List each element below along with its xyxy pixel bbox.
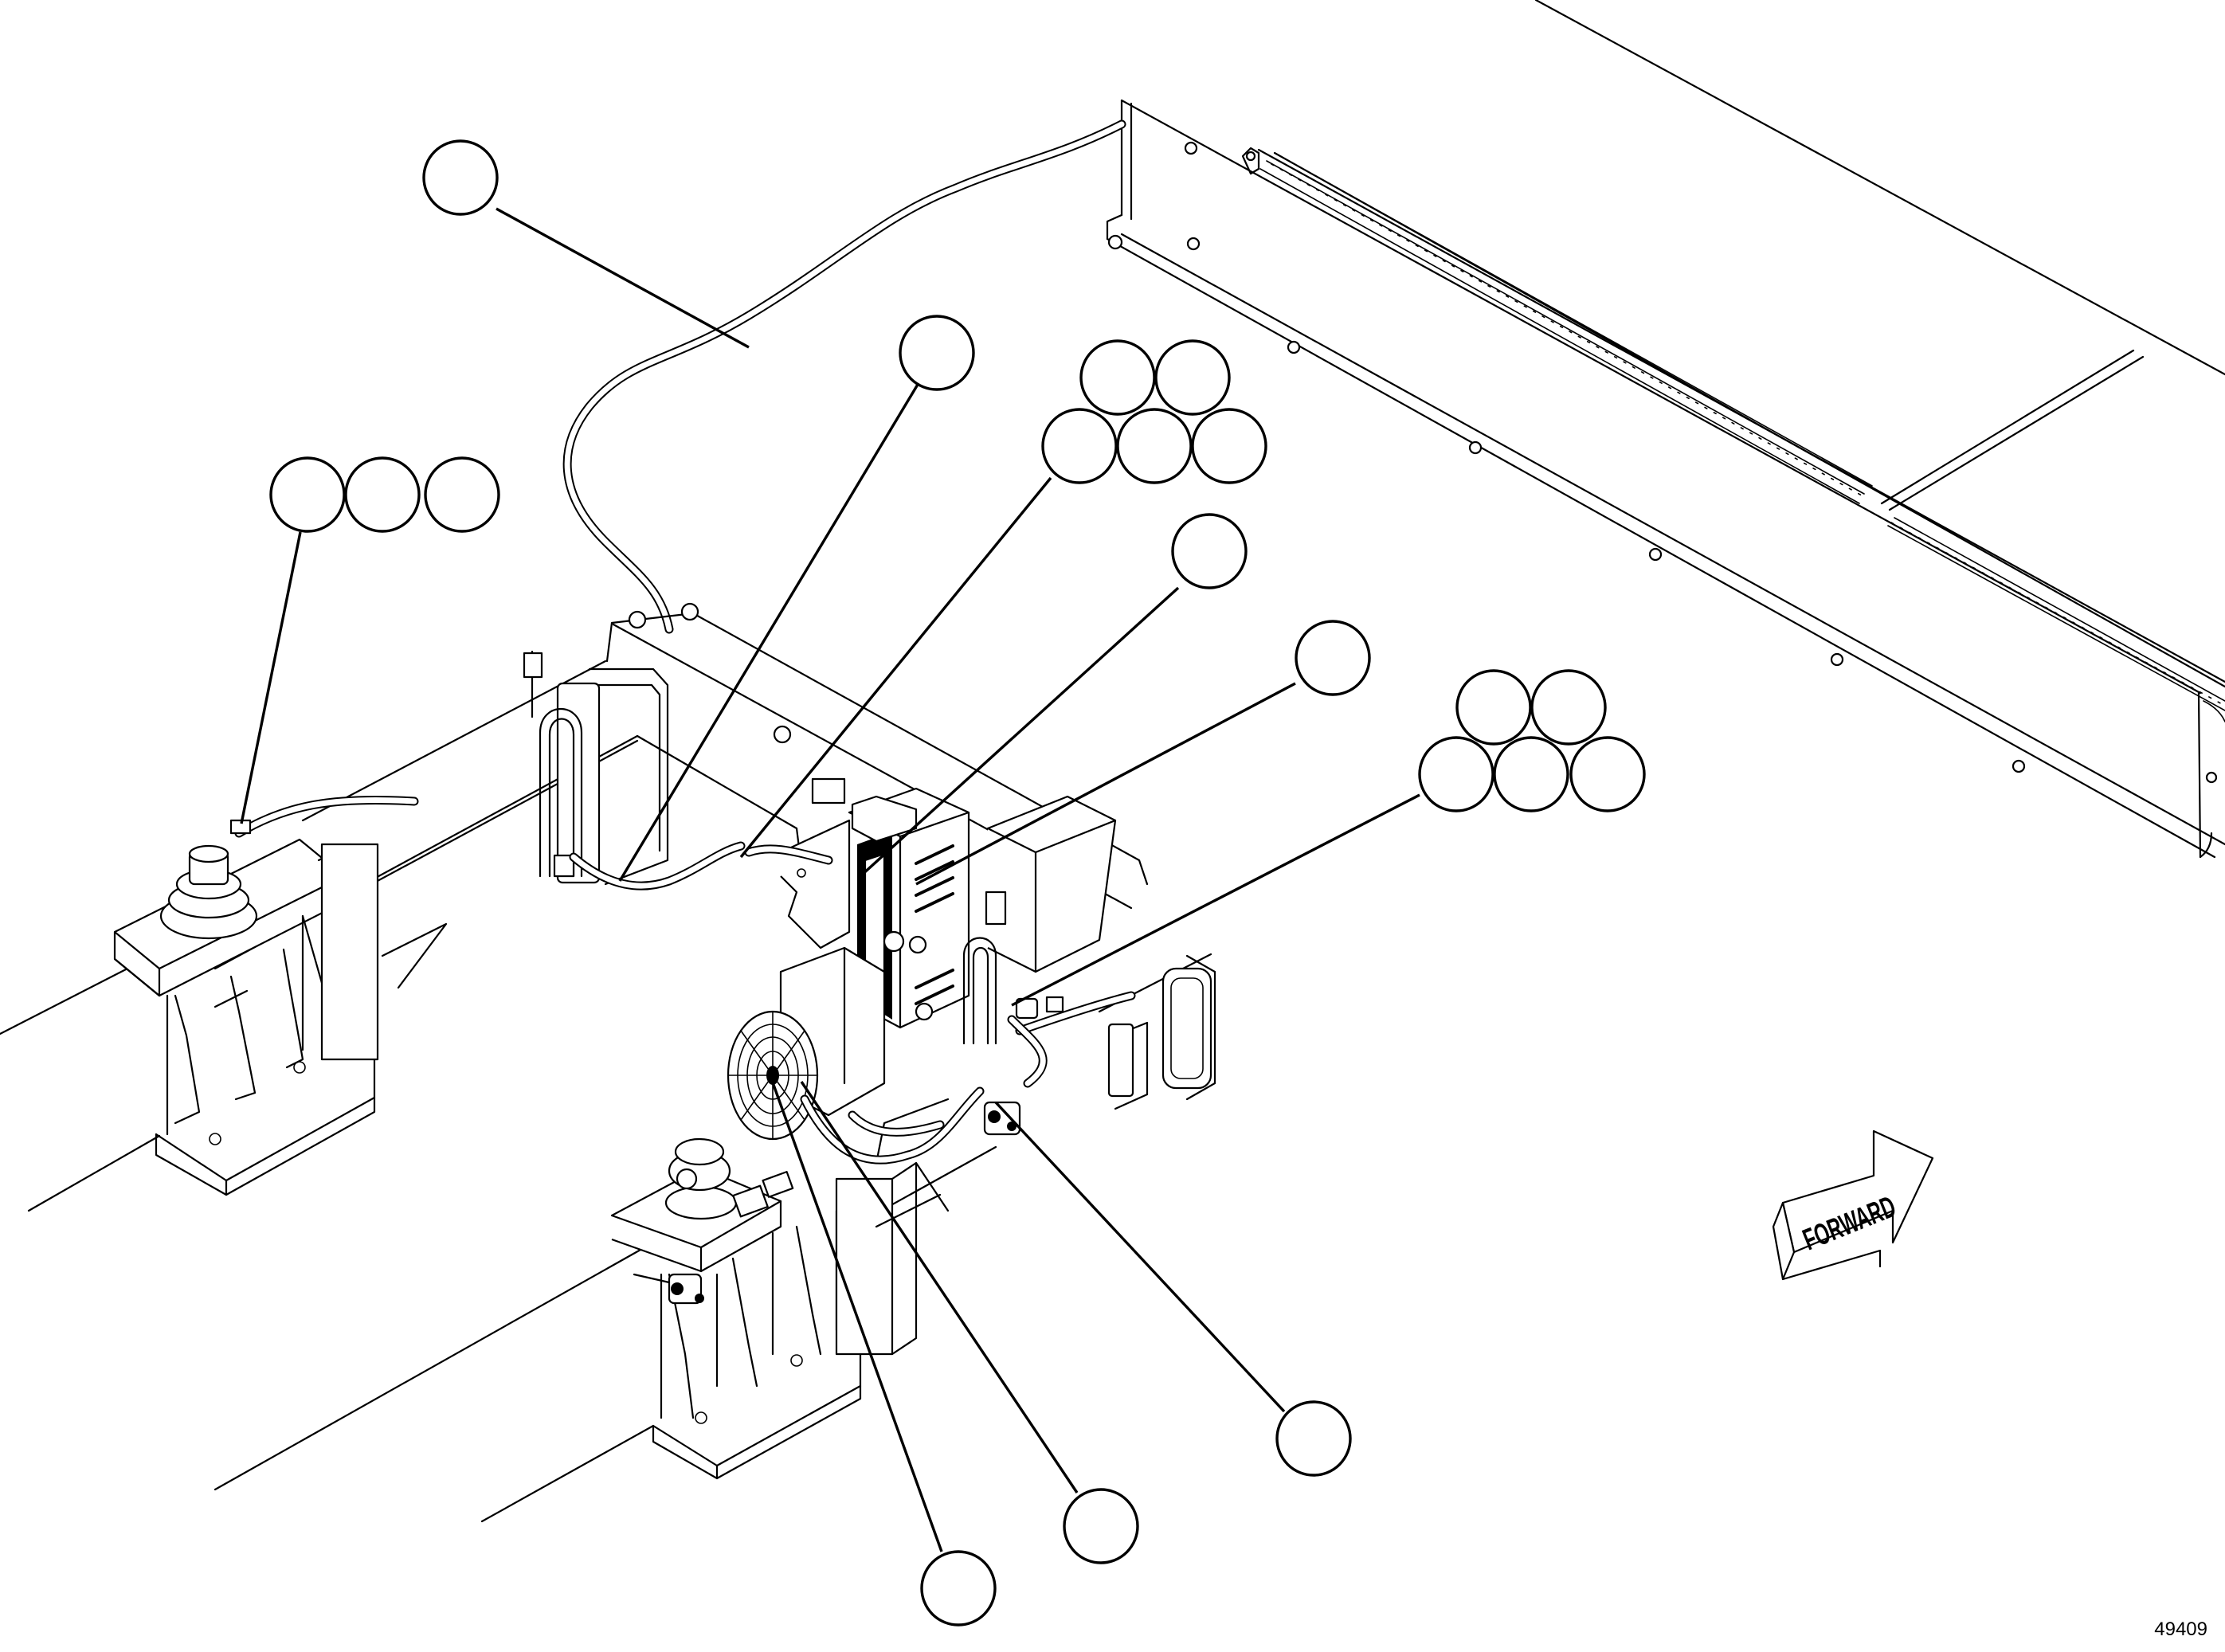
- callout-balloon: [1295, 620, 1371, 696]
- panel-bolts: [1107, 141, 2218, 784]
- drain-valve: [983, 1101, 1021, 1136]
- callout-balloon: [920, 1550, 997, 1627]
- right-spring-mount: [610, 1098, 950, 1480]
- side-panel-assembly: [1106, 0, 2225, 859]
- callout-balloons: [269, 139, 1646, 1627]
- callout-balloon: [422, 139, 499, 216]
- callout-balloon: [1418, 736, 1494, 812]
- harness-cable: [562, 119, 1126, 634]
- callout-balloon: [1154, 339, 1231, 416]
- fan-disk: [727, 1010, 819, 1141]
- callout-balloon: [424, 456, 500, 533]
- callout-balloon: [899, 315, 975, 391]
- callout-balloon: [1116, 408, 1193, 484]
- callout-balloon: [1569, 736, 1646, 812]
- callout-balloon: [1171, 513, 1248, 589]
- callout-balloon: [1191, 408, 1267, 484]
- callout-balloon: [1493, 736, 1569, 812]
- callout-balloon: [269, 456, 346, 533]
- callout-balloon: [1530, 669, 1607, 746]
- callout-balloon: [1079, 339, 1156, 416]
- callout-balloon: [1275, 1400, 1352, 1477]
- callout-balloon: [344, 456, 421, 533]
- height-valve: [633, 1273, 704, 1305]
- callout-balloon: [1063, 1488, 1139, 1564]
- callout-balloon: [1041, 408, 1118, 484]
- callout-leaders: [240, 207, 1420, 1552]
- frame-rails: [0, 602, 1216, 1523]
- figure-number: 49409: [2154, 1619, 2207, 1640]
- forward-arrow: FORWARD: [1772, 1129, 1934, 1281]
- compressor-unit: [727, 787, 1136, 1165]
- left-spring-mount: [113, 795, 746, 1196]
- callout-balloon: [1455, 669, 1532, 746]
